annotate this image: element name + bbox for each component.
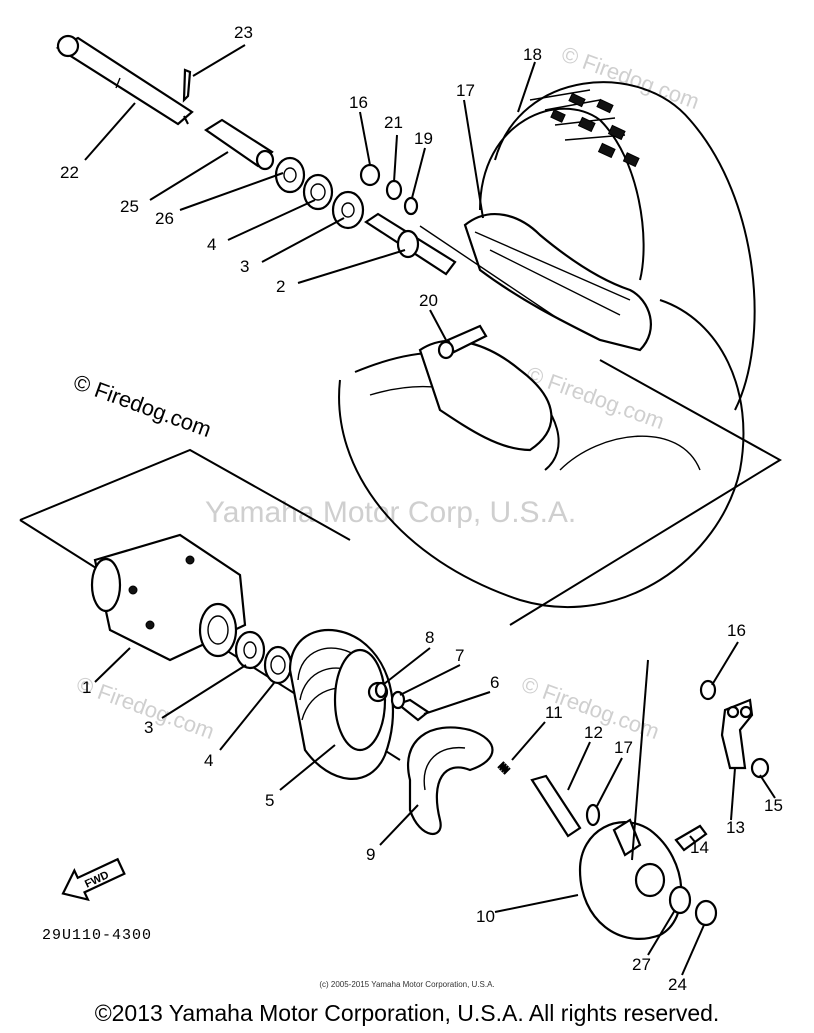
callout-8: 8 [425,628,434,647]
callout-numbers: 23 18 17 16 21 19 22 25 26 4 3 2 20 1 3 … [60,23,783,994]
oil-seal-4-upper [302,173,334,211]
callout-27: 25 [120,197,139,216]
callout-28: 26 [155,209,174,228]
callout-1: 1 [82,678,91,697]
washer-7 [390,690,406,710]
callout-3-lower: 3 [144,718,153,737]
part-code: 29U110-4300 [42,927,152,944]
tire-20 [479,81,756,411]
callout-26: 23 [234,23,253,42]
callout-3-upper: 3 [240,257,249,276]
washer-23 [385,179,403,201]
callout-4-lower: 4 [204,751,213,770]
brake-shoe-10 [407,726,494,836]
callout-25: 24 [668,975,687,994]
footer-copyright-small: (c) 2005-2015 Yamaha Motor Corporation, … [319,980,495,989]
spring-11 [497,761,511,775]
washer-29 [668,885,692,915]
washer-8 [374,681,388,699]
leader-lines [84,44,776,976]
footer-copyright-main: ©2013 Yamaha Motor Corporation, U.S.A. A… [94,1000,720,1026]
callout-2: 2 [276,277,285,296]
nut-18 [359,163,381,187]
callout-21: 20 [419,291,438,310]
washer-16 [699,679,717,701]
bearing-3-lower [234,630,266,670]
callout-11: 11 [545,703,563,722]
hub-1 [90,533,247,662]
nut-15 [750,757,770,779]
callout-16: 16 [727,621,746,640]
brake-camshaft-12 [530,774,582,838]
callout-10: 9 [366,845,375,864]
oil-seal-4-lower [263,645,293,685]
callout-23: 21 [384,113,403,132]
o-ring-17 [585,803,601,827]
brake-drum-5 [288,628,395,780]
axle-24 [55,34,194,126]
wheel-rim-19 [463,213,652,352]
callout-4-upper: 4 [207,235,216,254]
washer-22 [403,196,419,216]
callout-14: 14 [690,838,709,857]
callout-6: 6 [490,673,499,692]
tire-lower-half [338,299,745,609]
callout-18: 16 [349,93,368,112]
callout-15: 15 [764,796,783,815]
callout-13: 13 [726,818,745,837]
axis-line [419,225,561,321]
callout-24: 22 [60,163,79,182]
nut-25 [694,899,718,927]
valve-21 [437,324,488,360]
cotter-pin-26 [182,68,192,103]
callout-17: 17 [614,738,633,757]
firedog-watermark: © Firedog.com [70,369,214,442]
callout-20: 18 [523,45,542,64]
callout-29: 27 [632,955,651,974]
fwd-arrow: FWD [61,857,126,902]
callout-9: 10 [476,907,495,926]
brake-shoe-plate-9 [578,659,683,940]
collar-27 [203,118,274,168]
callout-5: 5 [265,791,274,810]
watermark-center: Yamaha Motor Corp, U.S.A. [205,496,576,529]
callout-19: 17 [456,81,475,100]
callout-22: 19 [414,129,433,148]
callout-12: 12 [584,723,603,742]
callout-7: 7 [455,646,464,665]
